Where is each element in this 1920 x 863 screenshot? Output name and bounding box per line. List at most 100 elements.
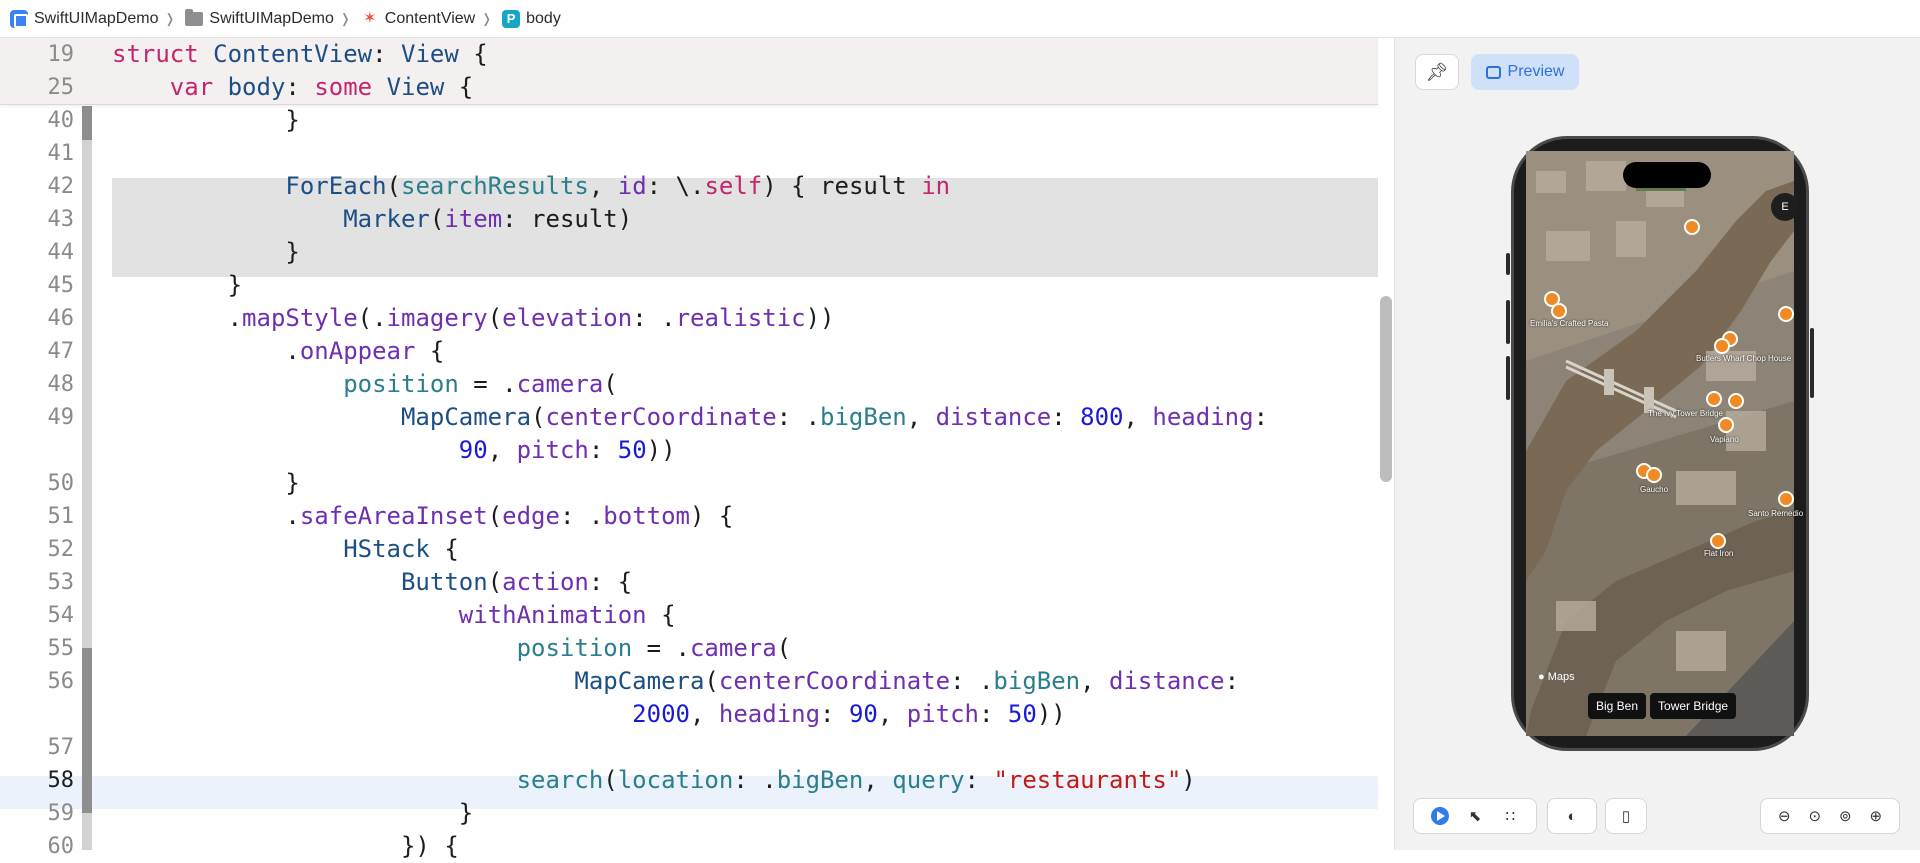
code-token: View bbox=[386, 73, 445, 101]
code-text: Marker(item: result) bbox=[112, 203, 632, 236]
zoom-fit-button[interactable]: ⊚ bbox=[1833, 804, 1857, 828]
code-line[interactable]: 43 Marker(item: result) bbox=[0, 203, 1378, 236]
map-marker[interactable] bbox=[1728, 393, 1744, 409]
map-marker[interactable] bbox=[1551, 303, 1567, 319]
code-text: 90, pitch: 50)) bbox=[112, 434, 676, 467]
code-token: ( bbox=[487, 502, 503, 530]
code-line[interactable]: 55 position = .camera( bbox=[0, 632, 1378, 665]
big-ben-button[interactable]: Big Ben bbox=[1588, 693, 1647, 719]
code-token: camera bbox=[689, 634, 777, 662]
code-token bbox=[112, 403, 401, 431]
preview-mode-button[interactable]: Preview bbox=[1471, 54, 1579, 90]
code-token: ( bbox=[487, 568, 503, 596]
live-mode-button[interactable] bbox=[1428, 804, 1452, 828]
code-token: MapCamera bbox=[400, 403, 532, 431]
code-line[interactable]: 57 bbox=[0, 731, 1378, 764]
map-marker[interactable] bbox=[1646, 467, 1662, 483]
code-line[interactable]: 45 } bbox=[0, 269, 1378, 302]
satellite-map-image bbox=[1526, 151, 1794, 736]
breadcrumb-file-label: ContentView bbox=[384, 9, 476, 27]
map-marker[interactable] bbox=[1778, 491, 1794, 507]
code-line[interactable]: 49 MapCamera(centerCoordinate: .bigBen, … bbox=[0, 401, 1378, 434]
zoom-out-button[interactable]: ⊖ bbox=[1772, 804, 1796, 828]
code-token: location bbox=[617, 766, 734, 794]
zoom-fit-icon: ⊚ bbox=[1838, 808, 1852, 825]
code-line[interactable]: 41 bbox=[0, 137, 1378, 170]
code-token: searchResults bbox=[401, 172, 589, 200]
code-token: 90 bbox=[848, 700, 878, 728]
code-line[interactable]: 54 withAnimation { bbox=[0, 599, 1378, 632]
breadcrumb-file[interactable]: ✶ ContentView bbox=[361, 10, 475, 28]
code-token: } bbox=[112, 238, 300, 266]
pin-preview-button[interactable]: 📌︎ bbox=[1415, 54, 1459, 90]
breadcrumb-project[interactable]: SwiftUIMapDemo bbox=[10, 9, 158, 28]
device-picker-button[interactable]: ▯ bbox=[1614, 804, 1638, 828]
selectable-mode-button[interactable]: ⬉︎ bbox=[1463, 804, 1487, 828]
line-number: 41 bbox=[47, 141, 75, 166]
grid-icon: ∷ bbox=[1505, 808, 1516, 825]
map-marker[interactable] bbox=[1778, 306, 1794, 322]
code-line[interactable]: 52 HStack { bbox=[0, 533, 1378, 566]
code-line[interactable]: 56 MapCamera(centerCoordinate: .bigBen, … bbox=[0, 665, 1378, 698]
zoom-toolbar: ⊖ ⊙ ⊚ ⊕ bbox=[1760, 798, 1900, 834]
code-text: position = .camera( bbox=[112, 632, 792, 665]
map-marker[interactable] bbox=[1710, 533, 1726, 549]
code-token: distance bbox=[1109, 667, 1225, 695]
code-line[interactable]: 44 } bbox=[0, 236, 1378, 269]
map-marker[interactable] bbox=[1684, 219, 1700, 235]
device-settings-button[interactable]: ◐ bbox=[1560, 804, 1584, 828]
code-line[interactable]: 60 }) { bbox=[0, 830, 1378, 863]
line-number: 48 bbox=[47, 372, 75, 397]
code-line[interactable]: 42 ForEach(searchResults, id: \.self) { … bbox=[0, 170, 1378, 203]
code-line[interactable]: 51 .safeAreaInset(edge: .bottom) { bbox=[0, 500, 1378, 533]
breadcrumb-folder[interactable]: SwiftUIMapDemo bbox=[185, 8, 334, 28]
code-token: 50 bbox=[1007, 700, 1037, 728]
code-text: } bbox=[112, 236, 300, 269]
code-token: bigBen bbox=[776, 766, 864, 794]
map-marker[interactable] bbox=[1714, 338, 1730, 354]
folder-icon bbox=[185, 8, 204, 26]
code-token: 2000 bbox=[632, 700, 690, 728]
code-line[interactable]: 50 } bbox=[0, 467, 1378, 500]
code-editor[interactable]: 40 } 41 42 ForEach(searchResults, id: \.se… bbox=[0, 38, 1378, 860]
line-number: 25 bbox=[47, 75, 75, 100]
breadcrumb-symbol[interactable]: P body bbox=[502, 9, 561, 28]
code-line[interactable]: 58 search(location: .bigBen, query: "res… bbox=[0, 764, 1378, 797]
code-line[interactable]: 53 Button(action: { bbox=[0, 566, 1378, 599]
code-token: in bbox=[921, 172, 951, 200]
code-line[interactable]: 46 .mapStyle(.imagery(elevation: .realis… bbox=[0, 302, 1378, 335]
code-token: : { bbox=[588, 568, 633, 596]
code-token: : . bbox=[632, 304, 676, 332]
code-text: .onAppear { bbox=[112, 335, 444, 368]
code-text: search(location: .bigBen, query: "restau… bbox=[112, 764, 1196, 797]
code-token: )) bbox=[646, 436, 676, 464]
map-marker[interactable] bbox=[1706, 391, 1722, 407]
line-number: 19 bbox=[47, 42, 75, 67]
pane-divider[interactable] bbox=[1394, 38, 1395, 850]
code-text: 2000, heading: 90, pitch: 50)) bbox=[112, 698, 1066, 731]
zoom-100-button[interactable]: ⊙ bbox=[1803, 804, 1827, 828]
map-view[interactable]: E Emilia's Crafted Pasta Butlers Wharf C… bbox=[1526, 151, 1803, 736]
code-line[interactable]: 47 .onAppear { bbox=[0, 335, 1378, 368]
zoom-in-button[interactable]: ⊕ bbox=[1864, 804, 1888, 828]
tower-bridge-button[interactable]: Tower Bridge bbox=[1650, 693, 1737, 719]
code-token: , bbox=[877, 700, 907, 728]
variants-button[interactable]: ∷ bbox=[1498, 804, 1522, 828]
code-token bbox=[112, 568, 401, 596]
code-line[interactable]: 90, pitch: 50)) bbox=[0, 434, 1378, 467]
code-line[interactable]: 2000, heading: 90, pitch: 50)) bbox=[0, 698, 1378, 731]
code-token: "restaurants" bbox=[993, 766, 1182, 794]
editor-scrollbar[interactable] bbox=[1380, 296, 1392, 482]
code-token: imagery bbox=[386, 304, 488, 332]
code-line[interactable]: 25 var body: some View { bbox=[0, 71, 1378, 104]
code-token: 90 bbox=[458, 436, 488, 464]
map-compass[interactable]: E bbox=[1771, 193, 1799, 221]
code-line[interactable]: 40 } bbox=[0, 104, 1378, 137]
map-marker[interactable] bbox=[1718, 417, 1734, 433]
line-number: 50 bbox=[47, 471, 75, 496]
code-token: 50 bbox=[617, 436, 647, 464]
code-line[interactable]: 48 position = .camera( bbox=[0, 368, 1378, 401]
code-line[interactable]: 59 } bbox=[0, 797, 1378, 830]
code-token: body bbox=[227, 73, 286, 101]
